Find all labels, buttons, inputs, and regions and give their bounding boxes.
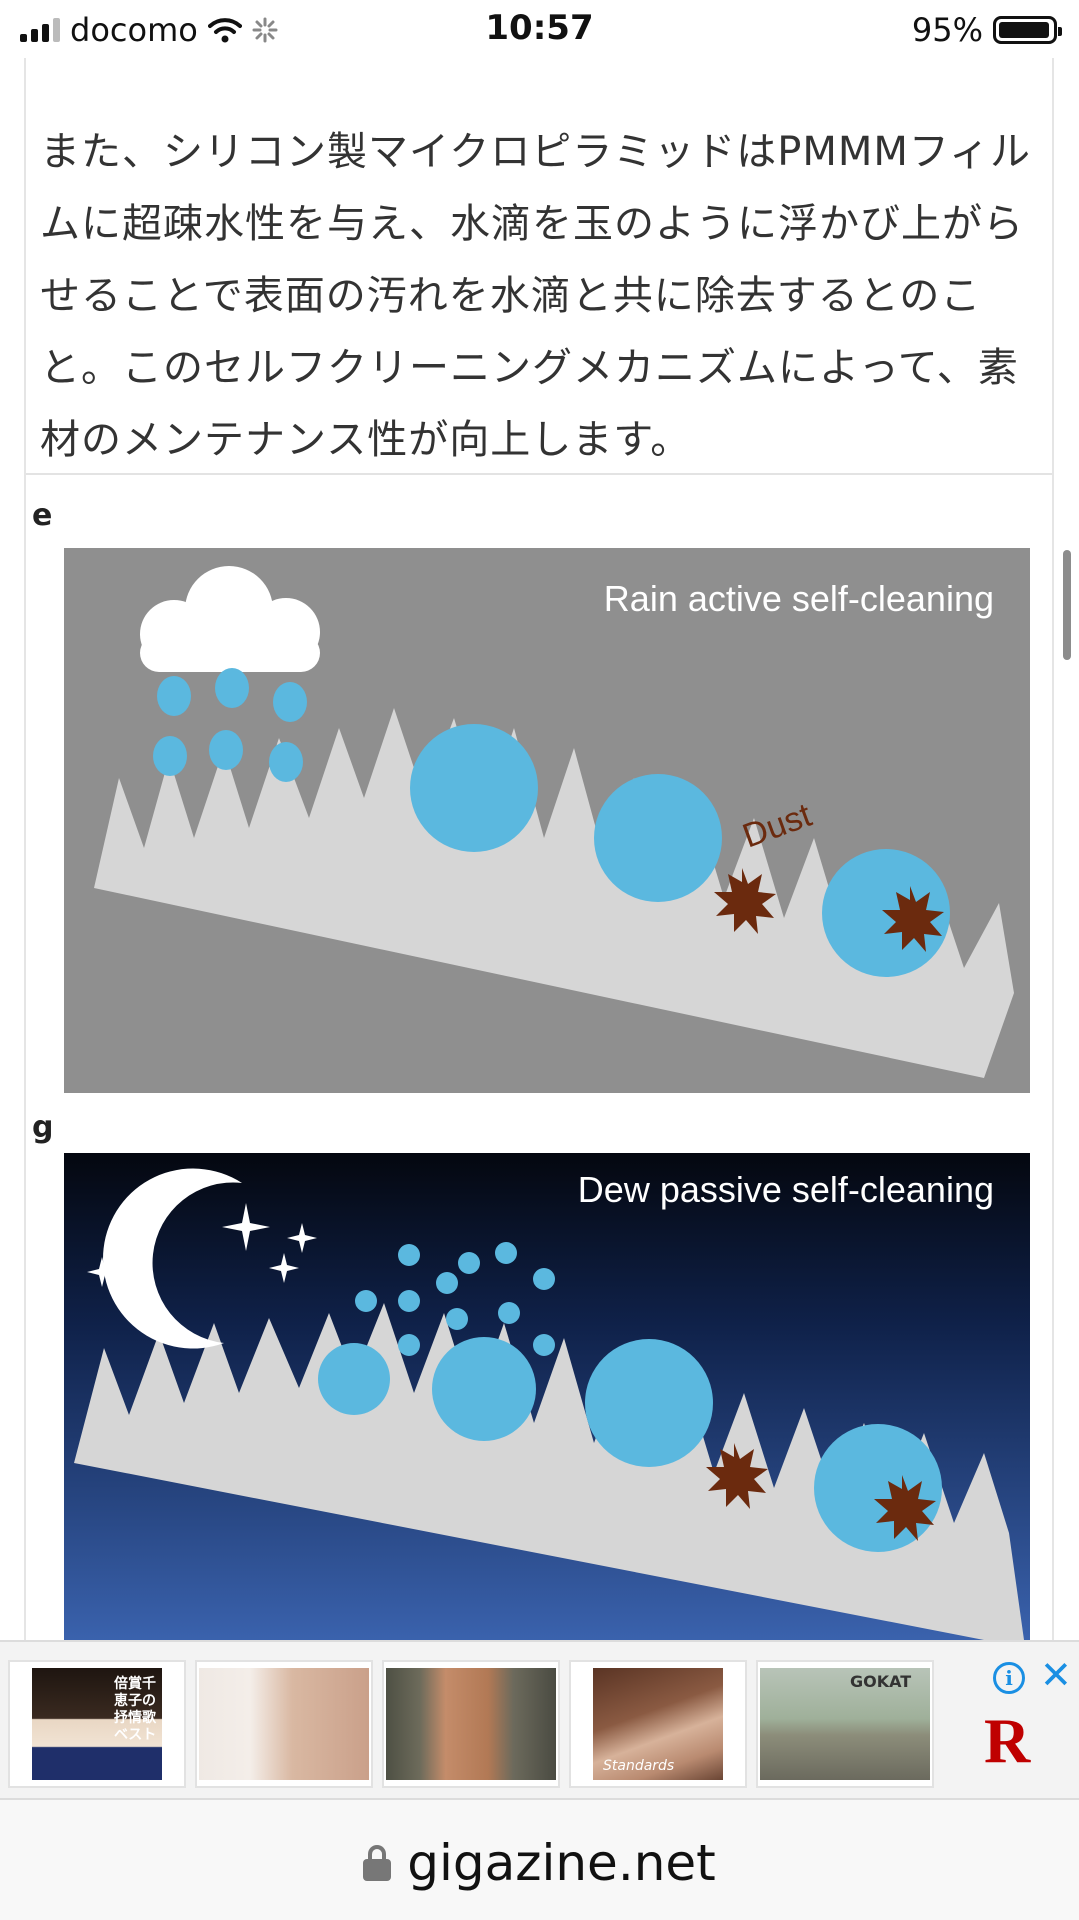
article-paragraph: また、シリコン製マイクロピラミッドはPMMMフィルムに超疎水性を与え、水滴を玉の… xyxy=(40,129,1032,463)
dust-particle-icon xyxy=(874,1475,936,1541)
url-domain[interactable]: gigazine.net xyxy=(407,1834,716,1892)
url-bar[interactable]: gigazine.net xyxy=(0,1800,1079,1920)
address-field[interactable]: gigazine.net xyxy=(0,1834,1079,1892)
panel-title-rain: Rain active self-cleaning xyxy=(603,578,994,619)
dust-particle-icon xyxy=(882,886,944,952)
water-droplet xyxy=(814,1424,942,1552)
battery-icon xyxy=(993,16,1062,44)
article-body: また、シリコン製マイクロピラミッドはPMMMフィルムに超疎水性を与え、水滴を玉の… xyxy=(24,58,1054,1640)
scrollbar-thumb[interactable] xyxy=(1063,550,1071,660)
carrier-name: docomo xyxy=(70,11,198,49)
wifi-icon xyxy=(207,18,242,43)
figure-label-e: e xyxy=(32,498,53,533)
water-droplet xyxy=(410,724,538,852)
status-bar: docomo 10:57 95% xyxy=(0,0,1079,58)
cloud-icon xyxy=(140,566,320,672)
status-left: docomo xyxy=(20,10,278,50)
ad-item-5[interactable]: GOKAT xyxy=(756,1660,934,1788)
clock: 10:57 xyxy=(485,8,594,48)
figure-panel-rain: Dust Rain active self-cleaning xyxy=(64,548,1030,1093)
micropyramid-surface xyxy=(94,708,1014,1078)
ad-item-4[interactable]: Standards xyxy=(569,1660,747,1788)
micropyramid-surface xyxy=(74,1303,1024,1640)
figure-panel-dew: Dew passive self-cleaning xyxy=(64,1153,1030,1640)
ad-item-2[interactable] xyxy=(195,1660,373,1788)
ad-item-3[interactable] xyxy=(382,1660,560,1788)
go-kart-icon: GOKAT xyxy=(760,1668,930,1780)
beauty-device-icon xyxy=(199,1668,369,1780)
moon-icon xyxy=(103,1168,242,1349)
ad-info-icon[interactable]: i xyxy=(993,1662,1025,1694)
dew-drops xyxy=(355,1242,555,1356)
panel-title-dew: Dew passive self-cleaning xyxy=(577,1169,994,1210)
rakuten-logo-icon[interactable]: R xyxy=(984,1705,1031,1776)
ad-caption: Standards xyxy=(603,1758,675,1774)
figure-label-g: g xyxy=(32,1110,54,1145)
car-seat-cover-icon xyxy=(386,1668,556,1780)
dew-self-cleaning-illustration xyxy=(64,1153,1030,1640)
star-icon xyxy=(87,1203,317,1287)
ad-item-1[interactable]: 倍賞千恵子の抒情歌ベスト xyxy=(8,1660,186,1788)
ad-caption: 倍賞千恵子の抒情歌ベスト xyxy=(114,1676,157,1743)
ad-close-icon[interactable]: ✕ xyxy=(1040,1653,1072,1697)
album-cover-icon: Standards xyxy=(593,1668,723,1780)
cellular-signal-icon xyxy=(20,18,60,42)
loading-spinner-icon xyxy=(252,17,278,43)
rain-self-cleaning-illustration: Dust xyxy=(64,548,1030,1093)
status-right: 95% xyxy=(911,10,1062,50)
section-divider xyxy=(26,473,1052,475)
ad-caption: GOKAT xyxy=(850,1672,912,1691)
water-droplet xyxy=(432,1337,536,1441)
dust-particle-icon xyxy=(706,1443,768,1509)
album-cover-icon: 倍賞千恵子の抒情歌ベスト xyxy=(32,1668,162,1780)
raindrops xyxy=(153,668,307,782)
water-droplet xyxy=(318,1343,390,1415)
lock-icon xyxy=(363,1845,392,1881)
ad-banner[interactable]: 倍賞千恵子の抒情歌ベスト Standards GOKAT i ✕ R xyxy=(0,1640,1079,1800)
battery-percent: 95% xyxy=(911,11,983,49)
water-droplet xyxy=(594,774,722,902)
water-droplet xyxy=(585,1339,713,1467)
dust-particle-icon xyxy=(714,868,776,934)
